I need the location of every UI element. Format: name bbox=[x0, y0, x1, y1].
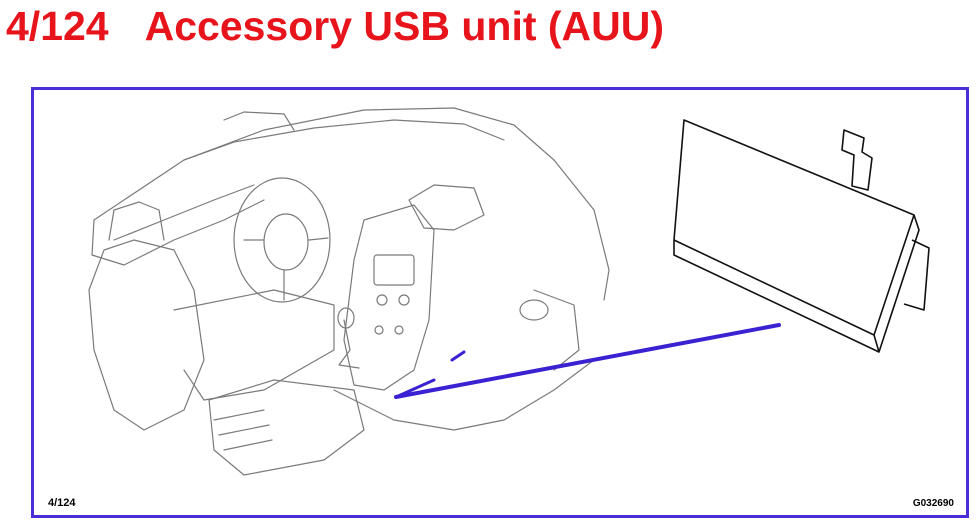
page-title: 4/124 Accessory USB unit (AUU) bbox=[6, 0, 664, 52]
figure-title: Accessory USB unit (AUU) bbox=[144, 3, 665, 49]
auu-connector bbox=[841, 129, 873, 191]
steering-spokes bbox=[243, 237, 329, 301]
diagram-frame: 4/124 G032690 bbox=[31, 87, 969, 518]
seat-headrest bbox=[108, 201, 165, 241]
seat-cushion bbox=[173, 289, 335, 401]
location-pointer bbox=[394, 323, 781, 399]
auu-usb-port bbox=[903, 239, 930, 311]
figure-ref-right: G032690 bbox=[912, 498, 954, 509]
windshield-edge bbox=[223, 111, 295, 131]
steering-hub bbox=[263, 213, 309, 271]
side-panel bbox=[533, 289, 580, 371]
auu-module bbox=[673, 119, 930, 353]
dashboard-top bbox=[183, 119, 505, 161]
figure-number: 4/124 bbox=[6, 3, 109, 49]
center-display bbox=[373, 254, 415, 286]
rear-vents bbox=[213, 409, 273, 451]
dashboard-outline bbox=[93, 107, 610, 301]
armrest-console bbox=[208, 379, 365, 476]
center-stack bbox=[343, 204, 435, 391]
vent-right bbox=[398, 294, 410, 306]
seat-backrest bbox=[88, 239, 205, 431]
cluster-hood bbox=[408, 184, 485, 231]
figure-ref-left: 4/124 bbox=[48, 497, 76, 509]
floor-line bbox=[333, 359, 595, 431]
knob-1 bbox=[374, 325, 384, 335]
side-vent bbox=[519, 299, 549, 321]
gear-knob bbox=[337, 307, 355, 329]
door-panel bbox=[91, 199, 265, 266]
door-trim bbox=[113, 184, 255, 241]
car-interior-illustration bbox=[88, 107, 930, 476]
knob-2 bbox=[394, 325, 404, 335]
steering-wheel bbox=[233, 177, 331, 303]
gear-shifter bbox=[338, 319, 360, 369]
vent-left bbox=[376, 294, 388, 306]
